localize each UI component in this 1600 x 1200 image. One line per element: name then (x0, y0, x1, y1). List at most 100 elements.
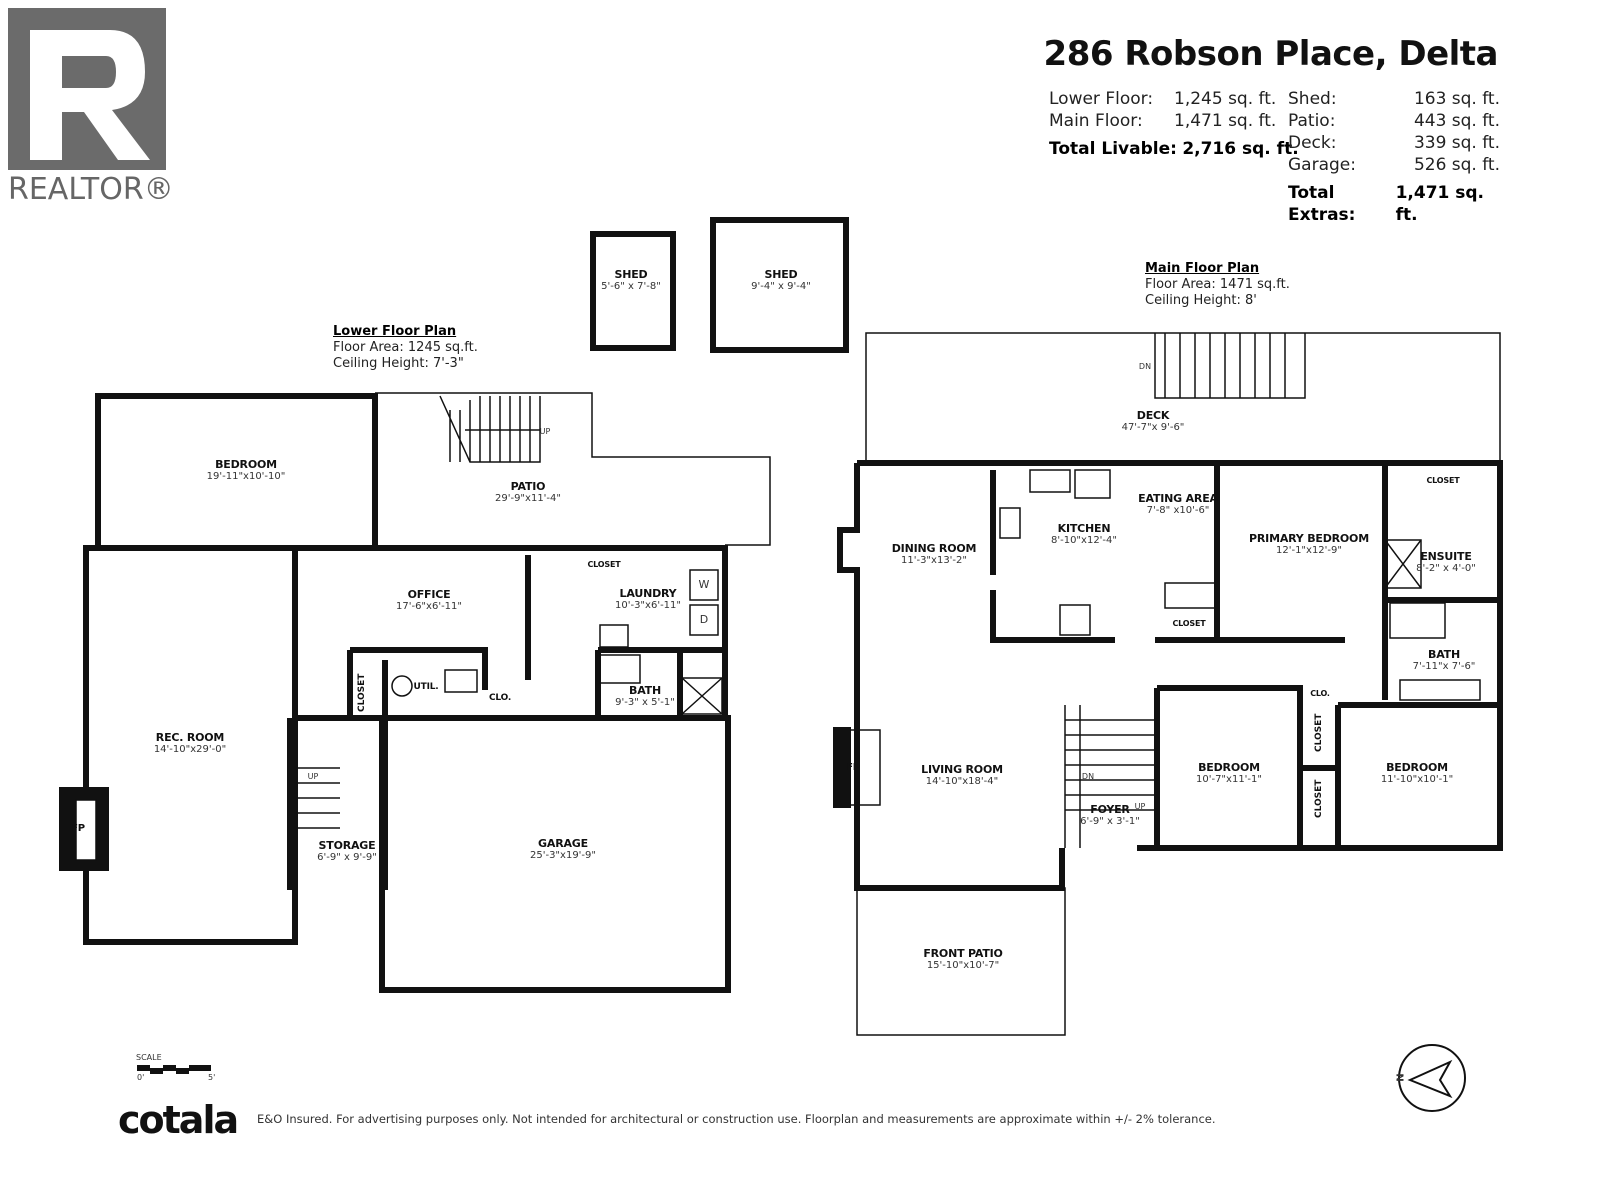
livable-stats: Lower Floor: 1,245 sq. ft. Main Floor: 1,4… (1049, 88, 1299, 160)
total-livable-value: 2,716 sq. ft. (1182, 139, 1299, 159)
room-dim: 11'-10"x10'-1" (1380, 774, 1454, 785)
stairs-up-label: UP (1134, 802, 1146, 811)
shed-walls (590, 217, 849, 353)
room-name: FOYER (1090, 803, 1130, 816)
fireplace-label: FP (71, 823, 85, 834)
compass (1398, 1044, 1466, 1112)
room-name: PATIO (510, 480, 546, 493)
room-name: KITCHEN (1057, 522, 1111, 535)
room-name: BEDROOM (1386, 761, 1448, 774)
room-name: BATH (629, 684, 661, 697)
scale-label: SCALE (136, 1053, 162, 1062)
scale-bar (137, 1065, 211, 1074)
stat-value: 1,471 sq. ft. (1174, 111, 1277, 131)
room-name: REC. ROOM (155, 731, 225, 744)
room-dim: 47'-7"x 9'-6" (1121, 422, 1185, 433)
main-floor-walls (833, 460, 1503, 891)
room-dim: 6'-9" x 3'-1" (1080, 816, 1140, 827)
room-name: DECK (1136, 409, 1170, 422)
room-dim: 8'-10"x12'-4" (1050, 535, 1118, 546)
room-name: FRONT PATIO (923, 947, 1003, 960)
room-name: BEDROOM (1198, 761, 1260, 774)
room-dim: 19'-11"x10'-10" (206, 471, 286, 482)
closet-label: CLOSET (1426, 476, 1460, 485)
room-name: STORAGE (318, 839, 376, 852)
stat-value: 163 sq. ft. (1413, 89, 1500, 109)
room-dim: 6'-9" x 9'-9" (317, 852, 377, 863)
room-name: EATING AREA (1138, 492, 1218, 505)
washer-label: W (698, 578, 710, 591)
util-label: UTIL. (413, 682, 439, 692)
dryer-label: D (699, 613, 709, 626)
room-dim: 10'-3"x6'-11" (614, 600, 682, 611)
room-name: DINING ROOM (891, 542, 977, 555)
total-extras-label: Total Extras: (1288, 183, 1356, 225)
lower-floor-thin-lines (75, 392, 771, 861)
extras-stats: Shed:163 sq. ft. Patio:443 sq. ft. Deck:… (1288, 88, 1500, 226)
room-dim: 17'-6"x6'-11" (395, 601, 463, 612)
compass-north-label: N (1395, 1073, 1407, 1082)
room-dim: 7'-11"x 7'-6" (1412, 661, 1476, 672)
cotala-logo: cotala (118, 1098, 239, 1142)
room-name: LAUNDRY (619, 587, 677, 600)
room-name: OFFICE (407, 588, 451, 601)
scale-min: 0' (137, 1073, 145, 1082)
stat-value: 443 sq. ft. (1413, 111, 1500, 131)
room-dim: 7'-8" x10'-6" (1146, 505, 1210, 516)
closet-label: CLOSET (1314, 713, 1324, 752)
stat-value: 1,245 sq. ft. (1174, 89, 1277, 109)
lower-plan-title: Lower Floor Plan (333, 324, 457, 339)
total-livable-label: Total Livable: (1049, 139, 1177, 159)
room-name: GARAGE (538, 837, 588, 850)
room-name: BATH (1428, 648, 1460, 661)
realtor-logo (8, 8, 166, 170)
stat-label: Lower Floor: (1049, 89, 1154, 109)
room-dim: 25'-3"x19'-9" (529, 850, 597, 861)
main-plan-title: Main Floor Plan (1145, 261, 1260, 276)
page-title: 286 Robson Place, Delta (1043, 34, 1499, 74)
room-name: LIVING ROOM (921, 763, 1003, 776)
stat-value: 526 sq. ft. (1413, 155, 1500, 175)
stat-label: Patio: (1288, 111, 1336, 131)
stat-label: Main Floor: (1049, 111, 1143, 131)
lower-plan-header: Lower Floor Plan Floor Area: 1245 sq.ft.… (333, 324, 478, 372)
stairs-up-label: UP (307, 772, 319, 781)
room-dim: 29'-9"x11'-4" (494, 493, 562, 504)
room-dim: 9'-3" x 5'-1" (615, 697, 675, 708)
room-dim: 14'-10"x29'-0" (153, 744, 227, 755)
scale-max: 5' (208, 1073, 216, 1082)
clo-label: CLO. (1310, 689, 1330, 698)
stairs-up-label: UP (539, 427, 551, 436)
closet-label: CLOSET (357, 673, 367, 712)
room-dim: 10'-7"x11'-1" (1195, 774, 1263, 785)
stat-value: 339 sq. ft. (1413, 133, 1500, 153)
room-dim: 12'-1"x12'-9" (1275, 545, 1342, 556)
stat-label: Garage: (1288, 155, 1356, 175)
room-dim: 14'-10"x18'-4" (925, 776, 999, 787)
room-dim: 8'-2" x 4'-0" (1416, 563, 1476, 574)
fireplace-label: FP (846, 762, 860, 773)
stairs-down-label: DN (1081, 772, 1095, 781)
room-name: ENSUITE (1420, 550, 1472, 563)
room-dim: 15'-10"x10'-7" (926, 960, 1000, 971)
stat-label: Deck: (1288, 133, 1337, 153)
